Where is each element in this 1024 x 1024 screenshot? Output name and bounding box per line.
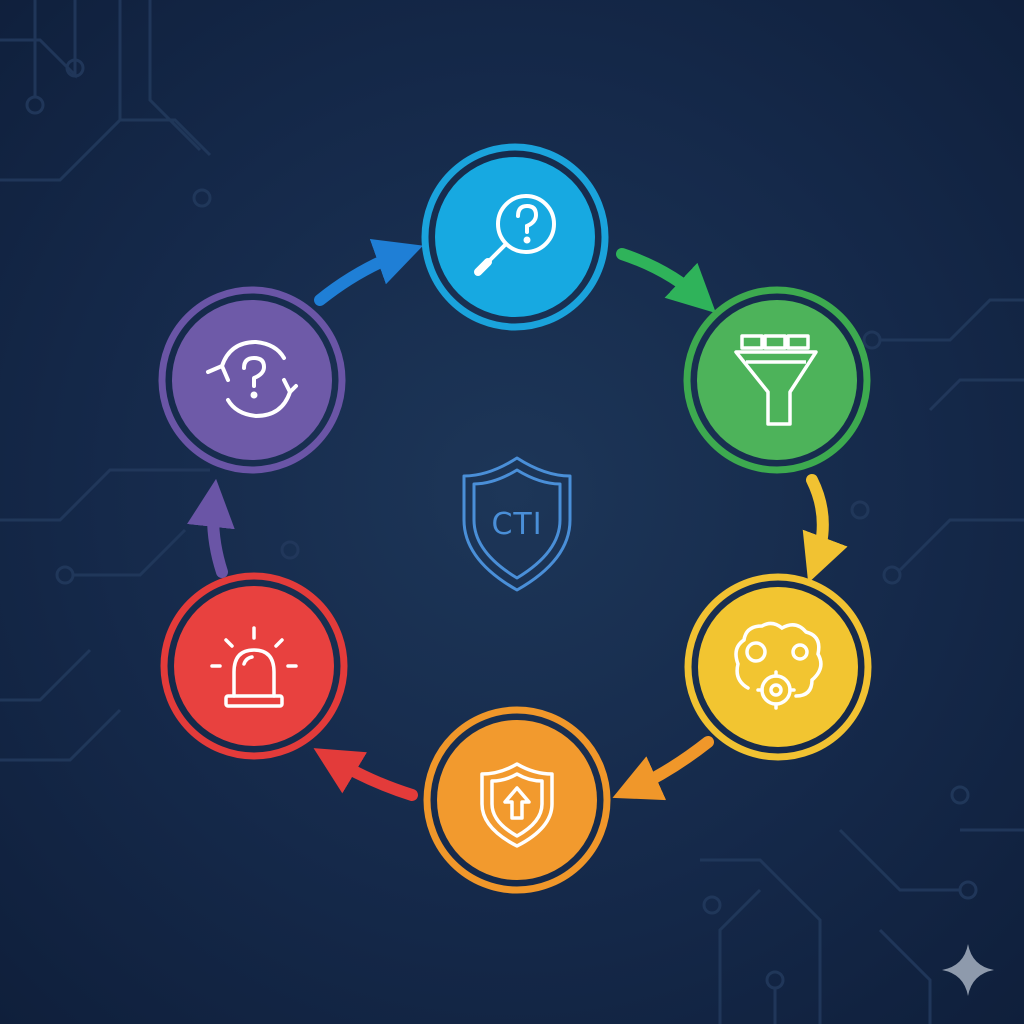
stage-alerting[interactable] [160, 572, 348, 760]
center-shield: CTI [462, 456, 572, 592]
alarm-light-icon [210, 626, 298, 708]
magnifier-question-icon [474, 194, 556, 276]
arrow-collection-to-analysis [802, 474, 848, 583]
funnel-documents-icon [734, 334, 818, 426]
refresh-question-icon [206, 340, 298, 418]
stage-collection[interactable] [683, 286, 871, 474]
arrow-analysis-to-dissemination [612, 736, 714, 801]
stage-dissemination[interactable] [423, 706, 611, 894]
stage-feedback[interactable] [158, 286, 346, 474]
cycle-arrows [187, 239, 848, 801]
sparkle-icon [942, 944, 994, 996]
arrow-alerting-to-feedback [187, 478, 235, 578]
brain-gears-icon [734, 621, 823, 710]
stage-analysis[interactable] [684, 573, 872, 761]
arrow-dissemination-to-alerting [313, 748, 418, 801]
arrow-feedback-to-direction [314, 239, 424, 306]
cycle-stages [158, 143, 872, 894]
shield-icon [462, 456, 572, 592]
shield-upload-icon [480, 762, 554, 848]
stage-direction[interactable] [421, 143, 609, 331]
arrow-direction-to-collection [616, 248, 717, 314]
center-label: CTI [491, 507, 542, 542]
